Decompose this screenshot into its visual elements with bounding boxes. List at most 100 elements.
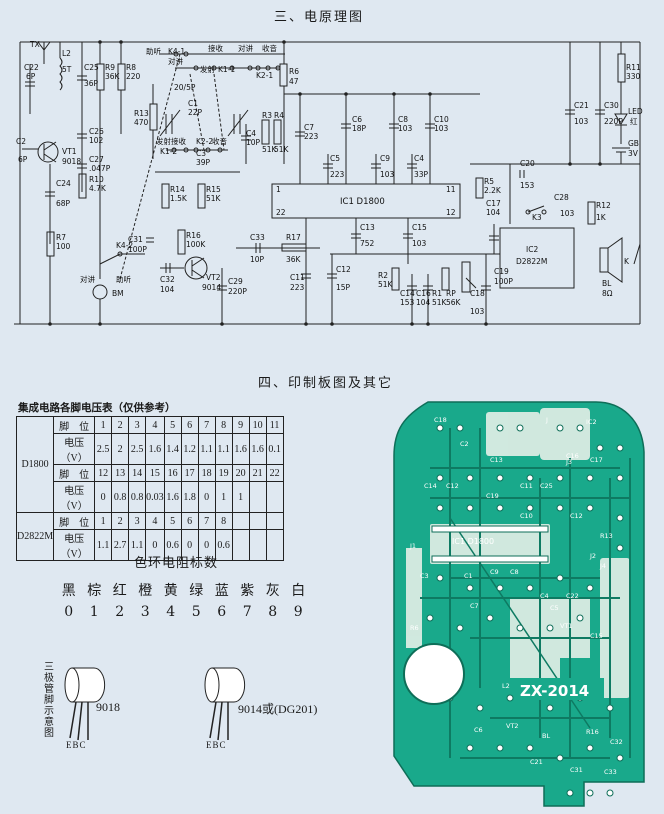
cell: 1.6 (231, 433, 250, 465)
label-pin11: 11 (446, 185, 456, 194)
group-name-d2822m: D2822M (15, 512, 55, 561)
label-c28: C28 (554, 193, 569, 202)
pcb-label: C32 (610, 738, 623, 746)
pcb-label: C16 (566, 452, 579, 460)
pcb-label: C14 (424, 482, 437, 490)
color-name: 红 (112, 583, 127, 599)
color-name: 绿 (189, 583, 204, 599)
label-c12-value: 15P (336, 283, 351, 292)
label-c12: C12 (336, 265, 351, 274)
cell: 20 (231, 464, 250, 482)
label-c18: C18 (470, 289, 485, 298)
pcb-label: C18 (434, 416, 447, 424)
label-l2-value: 5T (62, 65, 72, 74)
pcb-label: C8 (510, 568, 519, 576)
transistor-9018-label: 9018 (96, 700, 120, 714)
cell: 1.1 (94, 529, 113, 561)
pcb-label: C19 (486, 492, 499, 500)
label-gb-value: 3V (628, 149, 639, 158)
cell: 8 (214, 416, 233, 434)
label-r17-value: 36K (286, 255, 302, 264)
label-r3: R3 (262, 111, 272, 120)
label-c6-value: 18P (352, 124, 367, 133)
cell: 11 (265, 416, 284, 434)
pcb-label: C4 (540, 592, 549, 600)
label-ic2-value: D2822M (516, 257, 547, 266)
label-r16-value: 100K (186, 240, 206, 249)
label-c25-value: 36P (84, 79, 99, 88)
cell: 1.1 (214, 433, 233, 465)
voltage-table: D1800 脚 位 1 2 3 4 5 6 7 8 9 10 11 电压（V） … (15, 416, 284, 561)
label-c24: C24 (56, 179, 71, 188)
transistor-9014-label: 9014或(DG201) (238, 702, 318, 716)
cell: 1 (94, 512, 113, 530)
color-name: 灰 (265, 583, 280, 599)
row-label: 电压（V） (53, 529, 96, 561)
label-c4b: C4 (414, 154, 424, 163)
label-r5-value: 2.2K (484, 186, 502, 195)
label-c15-value: 103 (412, 239, 427, 248)
label-c5-value: 223 (330, 170, 345, 179)
label-led-value: 红 (630, 116, 638, 126)
cell: 0.8 (111, 481, 130, 513)
label-pin1: 1 (276, 185, 281, 194)
label-c32-value: 104 (160, 285, 175, 294)
cell: 18 (197, 464, 216, 482)
label-c27-value: .047P (89, 164, 111, 173)
table-row: 脚 位 12 13 14 15 16 17 18 19 20 21 22 (17, 464, 284, 482)
label-c19-value: 100P (494, 277, 513, 286)
label-r15-value: 51K (206, 194, 222, 203)
pcb-label: C12 (446, 482, 459, 490)
label-k42: K4-2 (116, 241, 133, 250)
cell: 12 (94, 464, 113, 482)
cell (248, 481, 267, 513)
label-r2-value: 51K (378, 280, 394, 289)
cell: 2.7 (111, 529, 130, 561)
label-vt1-value: 9018 (62, 157, 81, 166)
label-pin22: 22 (276, 208, 286, 217)
cell: 2 (111, 512, 130, 530)
color-name: 橙 (138, 583, 153, 599)
label-c9-value: 103 (380, 170, 395, 179)
label-zhuting-top: 助听 (146, 46, 161, 56)
color-digit: 4 (166, 604, 176, 620)
label-r15: R15 (206, 185, 221, 194)
label-ic2: IC2 (526, 245, 538, 254)
label-bm: BM (112, 289, 124, 298)
cell: 1.6 (248, 433, 267, 465)
label-c13: C13 (360, 223, 375, 232)
label-r9-value: 36K (105, 72, 121, 81)
label-k11: K1-1 (218, 65, 235, 74)
label-c22: C22 (24, 63, 39, 72)
pcb-model-label: ZX-2014 (520, 682, 589, 700)
label-l2: L2 (62, 49, 71, 58)
label-c26: C26 (89, 127, 104, 136)
table-row: 电压（V） 0 0.8 0.8 0.03 1.6 1.8 0 1 1 (17, 481, 284, 513)
label-c10-value: 103 (434, 124, 449, 133)
label-rp: RP (446, 289, 456, 298)
pcb-label: C22 (566, 592, 579, 600)
label-r14: R14 (170, 185, 185, 194)
cell: 5 (163, 416, 182, 434)
row-label: 脚 位 (53, 464, 96, 482)
label-c19: C19 (494, 267, 509, 276)
cell: 21 (248, 464, 267, 482)
label-c4: C4 (246, 129, 256, 138)
label-c21: C21 (574, 101, 589, 110)
pcb-label: C17 (590, 456, 603, 464)
cell: 1.2 (180, 433, 199, 465)
color-digit: 0 (64, 604, 74, 620)
pcb-label: C9 (490, 568, 499, 576)
pcb-label: VT2 (506, 722, 519, 730)
color-digit: 7 (242, 604, 252, 620)
label-r14-value: 1.5K (170, 194, 188, 203)
label-k22: K2-2 (196, 137, 213, 146)
label-c11: C11 (290, 273, 305, 282)
label-c25: C25 (84, 63, 99, 72)
cell: 1 (214, 481, 233, 513)
cell: 0.1 (265, 433, 284, 465)
pcb-label: J1 (409, 542, 416, 550)
cell: 0.6 (214, 529, 233, 561)
label-c7-value: 223 (304, 132, 319, 141)
pcb-section-title: 四、印制板图及其它 (258, 376, 394, 391)
